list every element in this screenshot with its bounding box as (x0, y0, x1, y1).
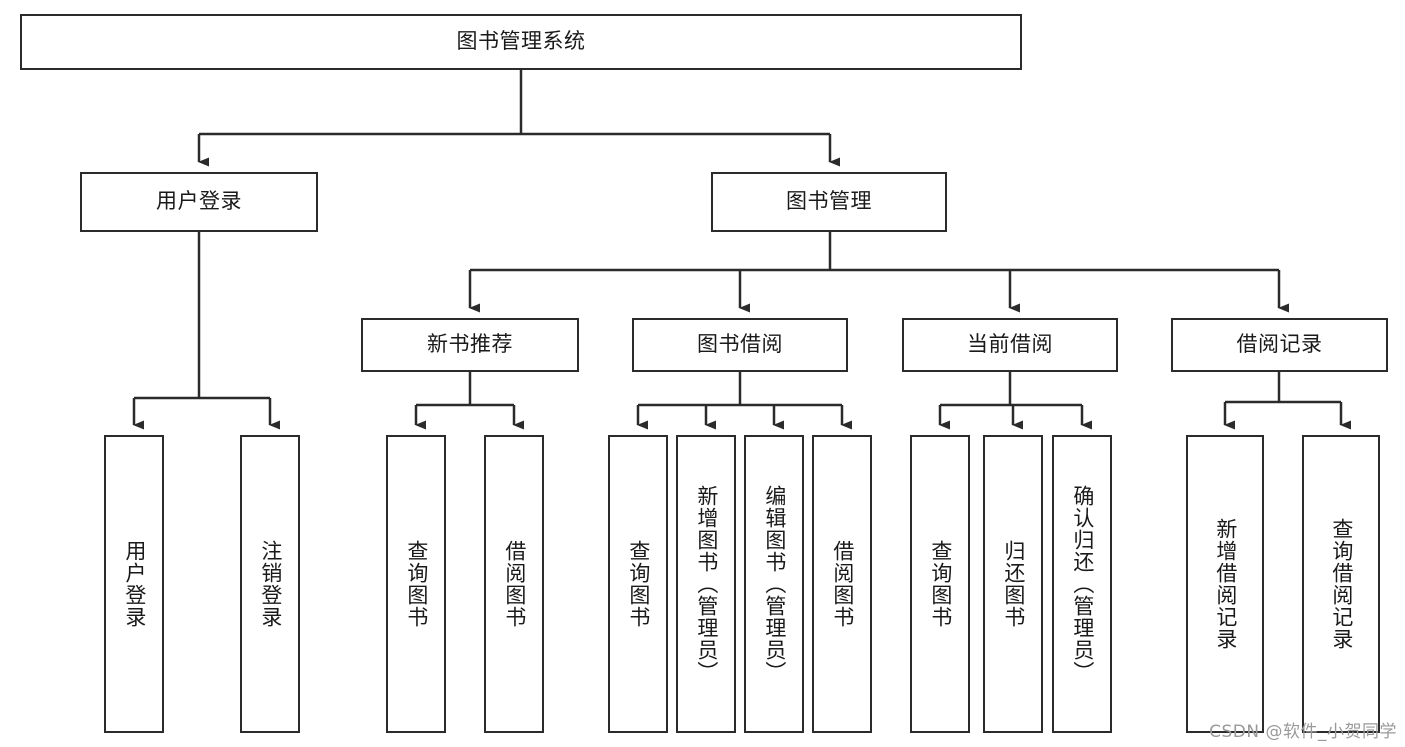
node-new-book-rec[interactable]: 新书推荐 (361, 318, 579, 372)
node-book-borrow[interactable]: 图书借阅 (632, 318, 848, 372)
leaf-logout-label: 注销登录 (258, 540, 283, 628)
leaf-edit-book[interactable]: 编辑图书（管理员） (744, 435, 804, 733)
leaf-borrow-book-2-label: 借阅图书 (830, 540, 855, 628)
leaf-query-book-2[interactable]: 查询图书 (608, 435, 668, 733)
leaf-query-book-3-label: 查询图书 (928, 540, 953, 628)
leaf-add-record-label: 新增借阅记录 (1213, 518, 1238, 650)
leaf-confirm-return-label: 确认归还（管理员） (1070, 485, 1095, 683)
leaf-add-book-label: 新增图书（管理员） (694, 485, 719, 683)
node-user-login[interactable]: 用户登录 (80, 172, 318, 232)
leaf-add-book[interactable]: 新增图书（管理员） (676, 435, 736, 733)
leaf-query-book-2-label: 查询图书 (626, 540, 651, 628)
connectors-current-borrow (938, 372, 1092, 430)
leaf-edit-book-label: 编辑图书（管理员） (762, 485, 787, 683)
leaf-borrow-book-1[interactable]: 借阅图书 (484, 435, 544, 733)
leaf-user-login[interactable]: 用户登录 (104, 435, 164, 733)
leaf-return-book-label: 归还图书 (1001, 540, 1026, 628)
connectors-book-borrow (636, 372, 852, 430)
connectors-new-book-rec (414, 372, 524, 430)
node-new-book-rec-label: 新书推荐 (427, 332, 513, 357)
node-current-borrow-label: 当前借阅 (967, 332, 1053, 357)
node-borrow-record-label: 借阅记录 (1236, 332, 1323, 357)
csdn-watermark: CSDN @软件_小贺同学 (1209, 722, 1397, 742)
leaf-borrow-book-2[interactable]: 借阅图书 (812, 435, 872, 733)
connectors-book-manage (468, 232, 1289, 313)
leaf-query-record-label: 查询借阅记录 (1329, 518, 1354, 650)
node-root-label: 图书管理系统 (456, 29, 586, 54)
leaf-confirm-return[interactable]: 确认归还（管理员） (1052, 435, 1112, 733)
leaf-user-login-label: 用户登录 (122, 540, 147, 628)
node-root[interactable]: 图书管理系统 (20, 14, 1022, 70)
leaf-query-book-1-label: 查询图书 (404, 540, 429, 628)
node-book-borrow-label: 图书借阅 (697, 332, 783, 357)
leaf-query-book-1[interactable]: 查询图书 (386, 435, 446, 733)
leaf-query-book-3[interactable]: 查询图书 (910, 435, 970, 733)
node-borrow-record[interactable]: 借阅记录 (1171, 318, 1388, 372)
node-book-manage[interactable]: 图书管理 (711, 172, 947, 232)
leaf-add-record[interactable]: 新增借阅记录 (1186, 435, 1264, 733)
leaf-query-record[interactable]: 查询借阅记录 (1302, 435, 1380, 733)
node-current-borrow[interactable]: 当前借阅 (902, 318, 1118, 372)
connectors-root (197, 70, 840, 167)
connectors-user-login (132, 232, 280, 430)
connectors-borrow-record (1223, 372, 1351, 430)
node-user-login-label: 用户登录 (156, 189, 242, 214)
node-book-manage-label: 图书管理 (786, 189, 872, 214)
leaf-logout[interactable]: 注销登录 (240, 435, 300, 733)
leaf-return-book[interactable]: 归还图书 (983, 435, 1043, 733)
leaf-borrow-book-1-label: 借阅图书 (502, 540, 527, 628)
